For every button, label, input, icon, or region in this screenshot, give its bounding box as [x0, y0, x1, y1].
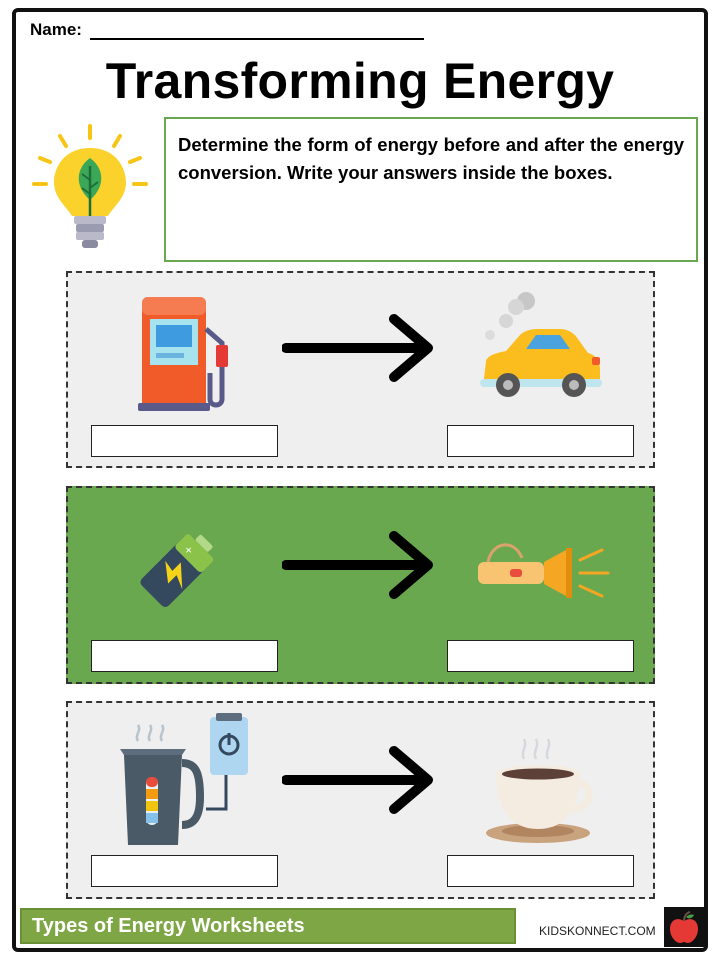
electric-kettle-icon	[120, 713, 248, 845]
answer-box-after-3[interactable]	[447, 855, 634, 887]
footer-title: Types of Energy Worksheets	[20, 908, 516, 944]
car-icon	[480, 292, 602, 397]
lightbulb-icon	[32, 124, 148, 248]
name-row: Name:	[30, 20, 424, 40]
answer-box-before-3[interactable]	[91, 855, 278, 887]
arrow-right-icon	[282, 746, 433, 814]
answer-box-after-1[interactable]	[447, 425, 634, 457]
name-input-line[interactable]	[89, 22, 424, 40]
answer-box-after-2[interactable]	[447, 640, 634, 672]
answer-box-before-1[interactable]	[91, 425, 278, 457]
arrow-right-icon	[282, 531, 433, 599]
answer-box-before-2[interactable]	[91, 640, 278, 672]
brand-text: KIDSKONNECT.COM	[539, 924, 656, 938]
coffee-cup-icon	[486, 738, 593, 843]
fuel-pump-icon	[138, 297, 228, 411]
arrow-right-icon	[282, 314, 433, 382]
conversion-panel-1	[66, 271, 655, 468]
flashlight-icon	[478, 543, 610, 598]
name-label: Name:	[30, 20, 82, 39]
apple-icon	[670, 911, 698, 943]
battery-icon: +	[140, 534, 214, 607]
conversion-panel-2: +	[66, 486, 655, 684]
page-title: Transforming Energy	[105, 53, 615, 109]
brand-logo	[664, 907, 704, 947]
instructions-box: Determine the form of energy before and …	[164, 117, 698, 262]
conversion-panel-3	[66, 701, 655, 899]
